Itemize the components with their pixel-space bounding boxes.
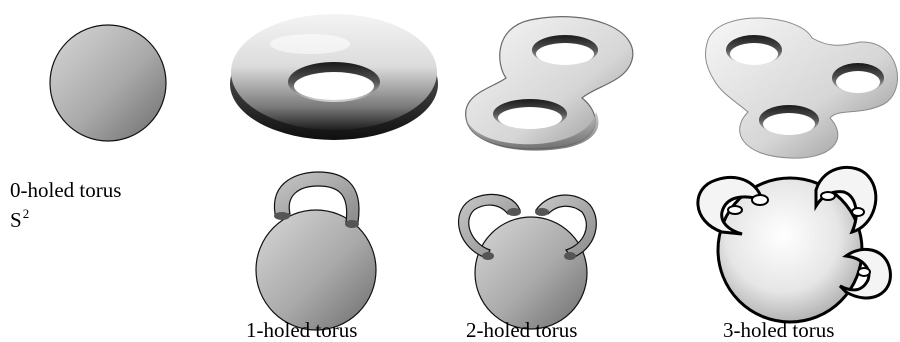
sphere-exponent: 2 bbox=[23, 206, 30, 221]
genus3-triple-torus-render bbox=[706, 18, 898, 158]
genus3-label-text: 3-holed torus bbox=[723, 318, 834, 342]
genus1-label: 1-holed torus bbox=[246, 320, 357, 341]
genus0-label-text: 0-holed torus bbox=[10, 178, 121, 202]
genus1-handle-sketch bbox=[256, 172, 376, 330]
genus3-label: 3-holed torus bbox=[723, 320, 834, 341]
genus1-label-text: 1-holed torus bbox=[246, 318, 357, 342]
sphere-symbol: S bbox=[10, 208, 22, 232]
genus3-handles-sketch bbox=[698, 167, 891, 322]
genus2-label: 2-holed torus bbox=[466, 320, 577, 341]
genus2-handles-sketch bbox=[459, 194, 597, 329]
genus2-label-text: 2-holed torus bbox=[466, 318, 577, 342]
genus0-sphere bbox=[50, 25, 166, 141]
genus0-label: 0-holed torus bbox=[10, 180, 121, 201]
sphere-notation: S2 bbox=[10, 210, 29, 231]
genus2-double-torus-render bbox=[466, 17, 633, 151]
genus1-torus-render bbox=[230, 14, 438, 140]
